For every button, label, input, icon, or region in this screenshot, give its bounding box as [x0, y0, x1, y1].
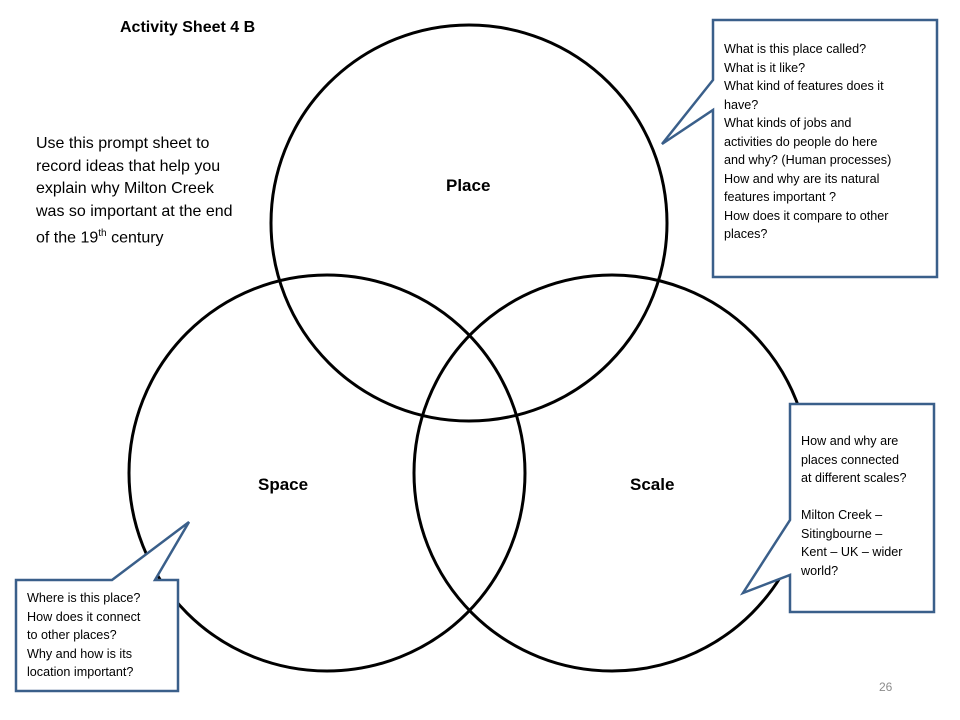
callout-line: Milton Creek – [801, 508, 883, 522]
space-callout-text: Where is this place? How does it connect… [27, 589, 177, 682]
callout-line: How does it compare to other [724, 208, 889, 223]
callout-line: have? [724, 97, 759, 112]
space-label: Space [258, 475, 309, 494]
callout-line: at different scales? [801, 471, 907, 485]
callout-line: Why and how is its [27, 646, 132, 661]
intro-text: Use this prompt sheet to record ideas th… [36, 133, 261, 250]
space-callout-box [14, 521, 191, 693]
callout-line: and why? (Human processes) [724, 153, 892, 167]
intro-line: century [106, 229, 164, 247]
intro-line: Use this prompt sheet to [36, 135, 210, 152]
page-title: Activity Sheet 4 B [120, 19, 256, 36]
callout-line: features important ? [724, 190, 837, 204]
callout-line: to other places? [27, 628, 117, 642]
callout-line: Kent – UK – wider [801, 545, 903, 559]
space-circle [127, 273, 527, 673]
callout-line: What kind of features does it [724, 79, 884, 93]
place-callout-text: What is this place called? What is it li… [724, 40, 934, 244]
scale-circle [412, 273, 812, 673]
scale-callout-text: How and why are places connected at diff… [801, 432, 933, 580]
callout-line: How does it connect [27, 609, 141, 624]
callout-line: location important? [27, 665, 134, 679]
intro-superscript: th [98, 228, 107, 239]
callout-spacer [801, 488, 933, 507]
callout-line: activities do people do here [724, 134, 878, 149]
callout-line: Where is this place? [27, 591, 141, 605]
place-circle [269, 23, 669, 423]
callout-line: What is this place called? [724, 42, 867, 56]
scale-label: Scale [630, 475, 675, 494]
callout-line: How and why are [801, 434, 899, 448]
callout-line: places? [724, 227, 768, 241]
intro-line: was so important at the end [36, 202, 233, 220]
scale-callout-box [739, 402, 936, 614]
callout-line: Sitingbourne – [801, 526, 883, 541]
place-label: Place [446, 176, 491, 195]
callout-line: What kinds of jobs and [724, 116, 852, 130]
callout-line: How and why are its natural [724, 171, 880, 186]
intro-line: explain why Milton Creek [36, 180, 214, 197]
callout-line: What is it like? [724, 60, 806, 75]
place-callout-box [661, 18, 939, 279]
intro-line: of the 19 [36, 229, 99, 247]
callout-line: world? [801, 563, 839, 578]
intro-line: record ideas that help you [36, 157, 221, 175]
callout-line: places connected [801, 452, 900, 467]
page-number: 26 [879, 680, 893, 694]
